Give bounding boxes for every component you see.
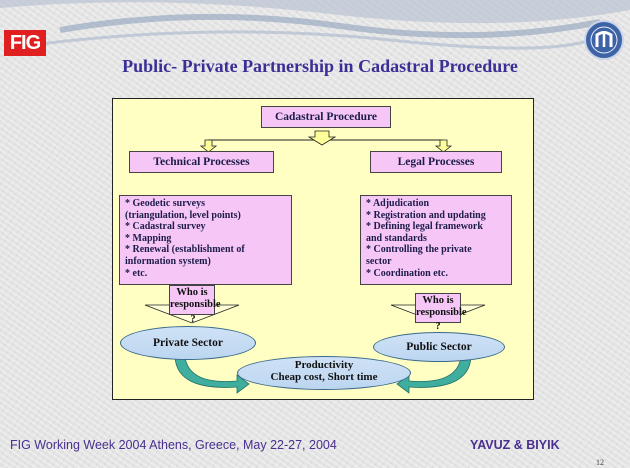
legal-item: sector [366,255,392,267]
who-responsible-right-line1: Who is [422,295,454,306]
cadastral-procedure-label: Cadastral Procedure [274,111,378,123]
page-number: 12 [596,458,604,467]
legal-item: * Defining legal framework [366,221,483,233]
legal-item: * Registration and updating [366,209,486,221]
technical-processes-box: Technical Processes [129,151,274,173]
who-responsible-left-line2: responsible [170,299,221,310]
legal-processes-box: Legal Processes [370,151,502,173]
fig-logo: FIG [4,30,46,56]
technical-items-box: * Geodetic surveys (triangulation, level… [119,195,292,285]
footer-event-text: FIG Working Week 2004 Athens, Greece, Ma… [10,438,337,452]
header-wave-decoration [0,0,630,50]
cadastral-procedure-box: Cadastral Procedure [261,106,391,128]
who-responsible-left-box: Who is responsible [169,285,221,315]
who-responsible-right-line2: responsible [416,307,467,318]
private-sector-ellipse: Private Sector [120,326,256,360]
legal-item: * Adjudication [366,198,430,209]
legal-item: * Controlling the private [366,244,472,256]
public-sector-label: Public Sector [406,341,472,353]
technical-item: * Renewal (establishment of [125,244,245,256]
technical-processes-label: Technical Processes [153,156,250,168]
productivity-detail: Cheap cost, Short time [270,371,378,383]
technical-item: * Mapping [125,232,172,244]
legal-items-box: * Adjudication * Registration and updati… [360,195,512,285]
footer-authors: YAVUZ & BIYIK [470,438,560,452]
productivity-label: Productivity [294,359,354,371]
question-mark-right: ? [435,321,441,332]
technical-item: information system) [125,255,211,267]
technical-item: * Geodetic surveys [125,198,205,209]
who-responsible-left-line1: Who is [176,287,208,298]
private-sector-label: Private Sector [153,337,223,349]
diagram-panel: Cadastral Procedure Technical Processes … [112,98,534,400]
slide-title: Public- Private Partnership in Cadastral… [122,56,518,76]
technical-item: * etc. [125,267,148,279]
university-seal-icon [584,20,624,60]
legal-processes-label: Legal Processes [397,156,475,168]
who-responsible-right-box: Who is responsible [415,293,467,323]
public-sector-ellipse: Public Sector [373,332,505,362]
productivity-ellipse: Productivity Cheap cost, Short time [237,356,411,390]
legal-item: * Coordination etc. [366,267,448,279]
question-mark-left: ? [190,314,196,325]
technical-item: (triangulation, level points) [125,209,241,221]
technical-item: * Cadastral survey [125,221,206,233]
legal-item: and standards [366,232,427,244]
